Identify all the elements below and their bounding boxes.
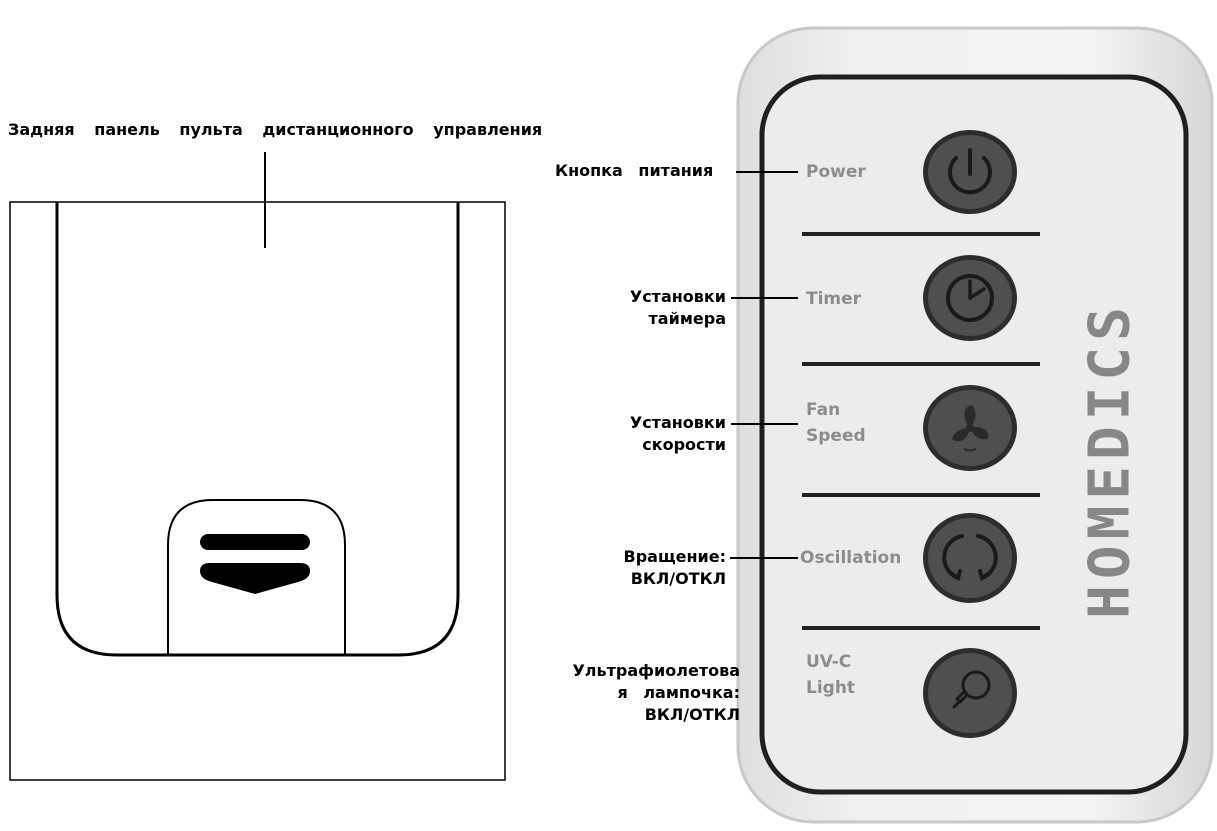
fan-speed-label-line1: Fan [806, 400, 841, 420]
callout-timer: Установки таймера [570, 286, 726, 330]
clock-icon [946, 274, 994, 322]
callout-uv-line2: я лампочка: [617, 683, 740, 702]
fan-speed-label-line2: Speed [806, 426, 866, 446]
oscillation-button[interactable] [920, 510, 1020, 606]
callout-fan-line [731, 423, 798, 425]
callout-uv-line1: Ультрафиолетова [572, 661, 740, 680]
callout-timer-line [731, 297, 798, 299]
back-panel-title: Задняя панель пульта дистанционного упра… [8, 120, 543, 139]
uv-light-label-line1: UV-C [806, 652, 852, 672]
back-panel-diagram [9, 201, 506, 781]
rotation-arrows-icon [942, 534, 998, 582]
callout-timer-line1: Установки [629, 287, 726, 306]
uv-light-label-line2: Light [806, 678, 856, 698]
callout-oscillation-line [730, 557, 798, 559]
fan-speed-button[interactable] [920, 383, 1020, 473]
power-icon [948, 148, 992, 195]
homedics-logo: HOMEDICS [1077, 301, 1143, 619]
callout-fan-line1: Установки [629, 413, 726, 432]
fan-icon [952, 405, 989, 452]
power-button[interactable] [920, 128, 1020, 216]
callout-power: Кнопка питания [555, 161, 714, 180]
callout-oscillation: Вращение: ВКЛ/ОТКЛ [570, 546, 727, 590]
power-label: Power [806, 162, 866, 182]
callout-oscillation-line2: ВКЛ/ОТКЛ [630, 569, 726, 588]
timer-label: Timer [806, 289, 862, 309]
callout-power-line [736, 171, 798, 173]
callout-fan: Установки скорости [570, 412, 726, 456]
callout-oscillation-line1: Вращение: [623, 547, 727, 566]
callout-uv: Ультрафиолетова я лампочка: ВКЛ/ОТКЛ [520, 660, 740, 726]
uv-light-button[interactable] [920, 645, 1020, 741]
back-panel-pointer-line [264, 152, 266, 248]
oscillation-label: Oscillation [800, 548, 902, 568]
timer-button[interactable] [920, 253, 1020, 343]
callout-timer-line2: таймера [648, 309, 726, 328]
light-bulb-icon [952, 670, 991, 709]
callout-fan-line2: скорости [642, 435, 726, 454]
callout-uv-line3: ВКЛ/ОТКЛ [644, 705, 740, 724]
